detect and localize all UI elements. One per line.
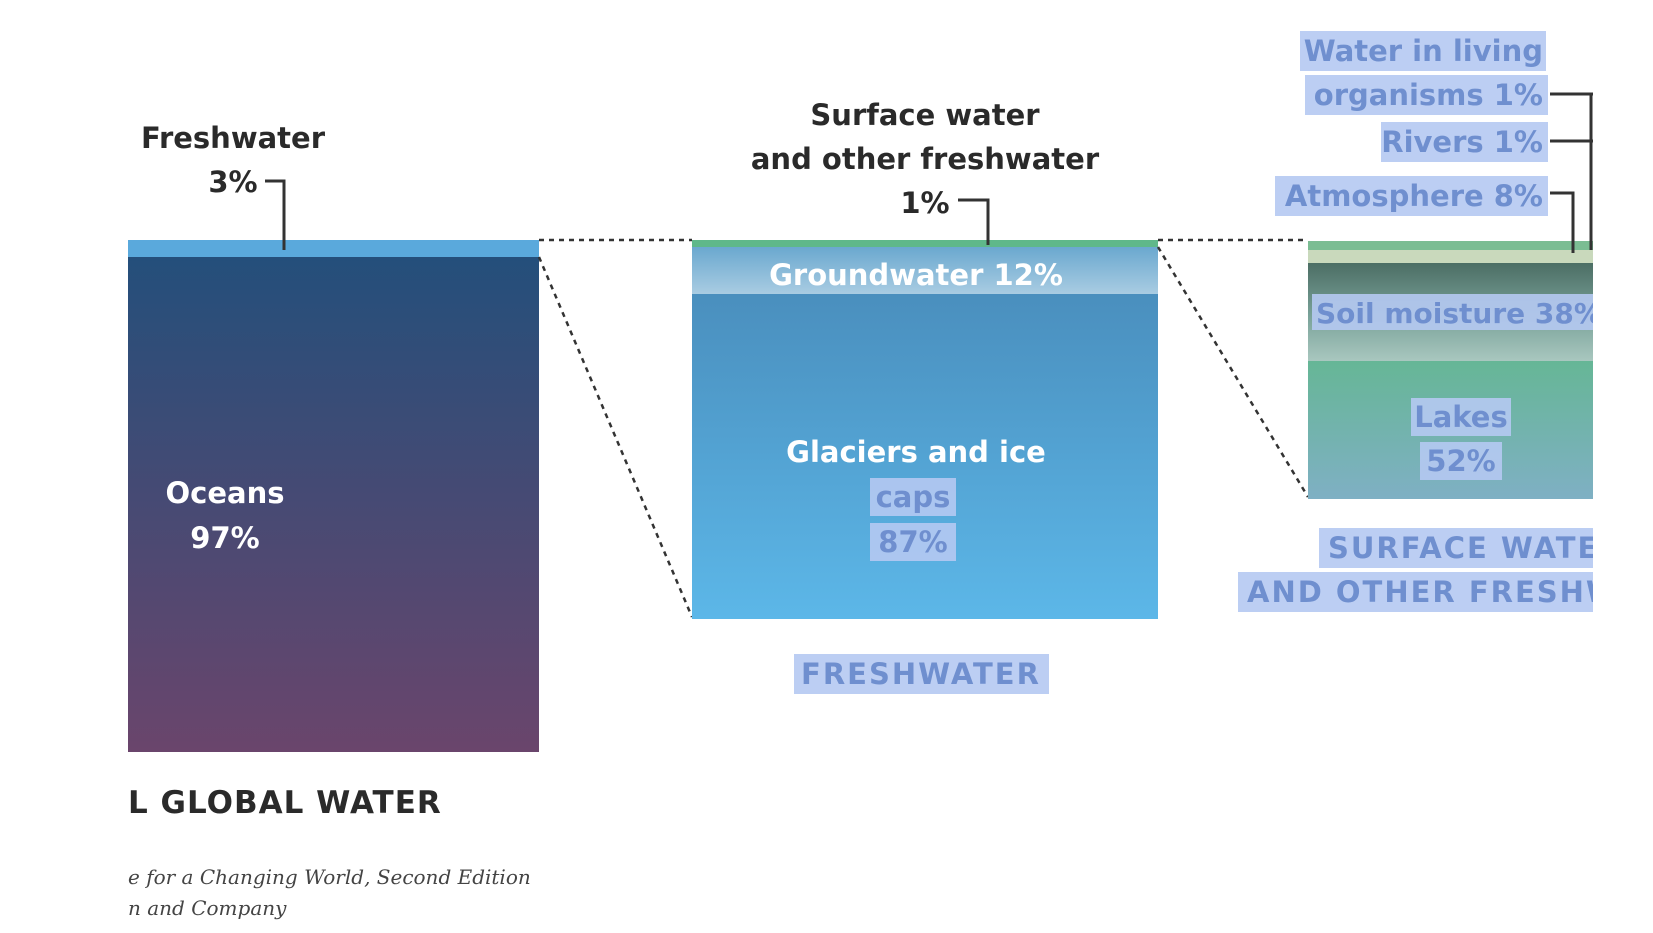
- surface-heading-line2: AND OTHER FRESHWA: [1247, 575, 1643, 609]
- freshwater-strip: [128, 240, 539, 257]
- surface-callouts: Water in living organisms 1% Rivers 1% A…: [1275, 31, 1548, 216]
- caps-highlight: [870, 478, 956, 516]
- surface-heading-line1-highlight: [1319, 528, 1593, 568]
- surface-water-strip: [692, 240, 1158, 247]
- source-credit-line1: e for a Changing World, Second Edition: [128, 865, 531, 889]
- surface-heading-line2-highlight: [1238, 572, 1593, 612]
- glaciers-caps-label: caps: [876, 480, 951, 514]
- freshwater-leader-line: [265, 179, 286, 250]
- surface-water-callout-percent: 1%: [900, 186, 949, 220]
- atmosphere-label: Atmosphere 8%: [1285, 179, 1543, 213]
- glaciers-percent: 87%: [878, 525, 947, 559]
- lakes-label: Lakes: [1414, 400, 1508, 434]
- atmosphere-leader-line: [1550, 191, 1575, 253]
- soil-moisture-label: Soil moisture 38%: [1316, 297, 1602, 330]
- connector-freshwater-to-surface: [1156, 238, 1310, 498]
- freshwater-heading-highlight: [794, 654, 1049, 694]
- groundwater-block: [692, 247, 1158, 294]
- lakes-percent-highlight: [1420, 442, 1502, 480]
- oceans-label: Oceans: [166, 476, 285, 510]
- groundwater-label: Groundwater 12%: [769, 258, 1063, 292]
- glaciers-label: Glaciers and ice: [786, 435, 1046, 469]
- rivers-organisms-strip: [1308, 241, 1593, 250]
- rivers-highlight: [1381, 122, 1548, 162]
- lakes-percent: 52%: [1426, 444, 1495, 478]
- living-organisms-line2: organisms 1%: [1314, 78, 1543, 112]
- atmosphere-highlight: [1275, 176, 1548, 216]
- living-line2-highlight: [1305, 75, 1548, 115]
- global-water-panel: Oceans 97% Freshwater 3% L GLOBAL WATER …: [128, 121, 539, 920]
- soil-highlight: [1312, 294, 1593, 330]
- oceans-block: [128, 257, 539, 752]
- surface-water-callout-line1: Surface water: [810, 98, 1040, 132]
- living-organisms-line1: Water in living: [1304, 34, 1543, 68]
- surface-heading-line1: SURFACE WATE: [1328, 531, 1599, 565]
- atmosphere-strip: [1308, 250, 1593, 263]
- freshwater-heading: FRESHWATER: [801, 657, 1041, 691]
- connector-global-to-freshwater: [537, 238, 694, 618]
- surface-water-leader-line: [958, 198, 990, 245]
- global-water-heading: L GLOBAL WATER: [128, 785, 442, 821]
- living-line1-highlight: [1300, 31, 1546, 71]
- oceans-percent: 97%: [190, 521, 259, 555]
- lakes-highlight: [1411, 398, 1511, 436]
- freshwater-callout-label: Freshwater: [141, 121, 326, 155]
- source-credit-line2: n and Company: [128, 896, 287, 920]
- freshwater-callout-percent: 3%: [208, 165, 257, 199]
- glaciers-percent-highlight: [870, 523, 956, 561]
- freshwater-panel: Groundwater 12% Glaciers and ice caps 87…: [692, 98, 1158, 694]
- glaciers-block: [692, 294, 1158, 619]
- rivers-label: Rivers 1%: [1381, 125, 1543, 159]
- surface-water-callout-line2: and other freshwater: [751, 142, 1100, 176]
- surface-water-panel: Soil moisture 38% Lakes 52% SURFACE WATE…: [1238, 92, 1643, 612]
